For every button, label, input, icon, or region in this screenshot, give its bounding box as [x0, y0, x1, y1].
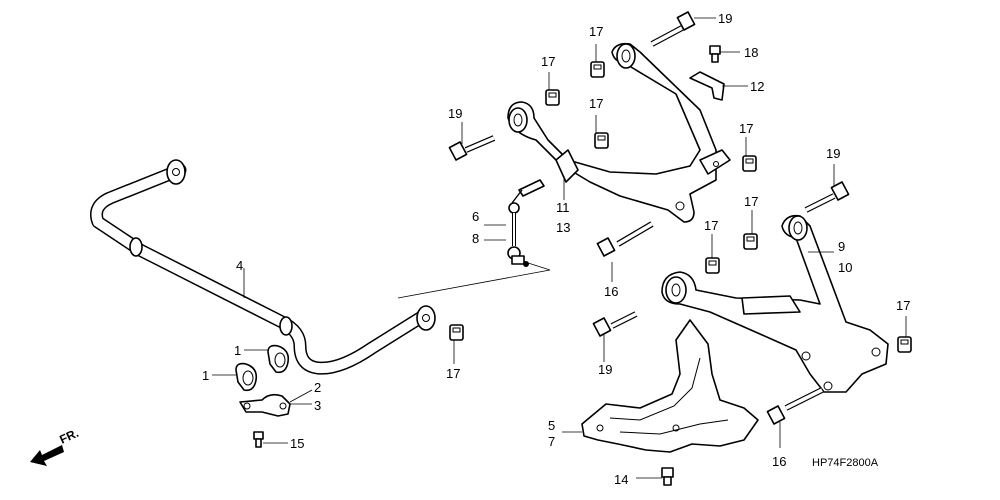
- stabilizer-bushing-lower: [235, 362, 258, 392]
- callout-7: 7: [548, 434, 555, 449]
- callout-6: 6: [472, 209, 479, 224]
- callout-11: 11: [556, 200, 570, 215]
- bolt-18: [709, 45, 721, 63]
- bolt-19-right: [804, 181, 850, 213]
- bolt-19-bottom: [592, 311, 638, 337]
- nut-17-a: [545, 89, 560, 106]
- stabilizer-link: [507, 179, 545, 267]
- protector-plate: [581, 319, 759, 453]
- callout-3: 3: [314, 398, 321, 413]
- callout-19-bottom: 19: [598, 362, 612, 377]
- direction-label: FR.: [57, 426, 80, 447]
- bushing-holder: [239, 393, 291, 417]
- callout-17-e: 17: [704, 218, 718, 233]
- bolt-16-bottom: [766, 387, 824, 425]
- nut-17-c: [594, 132, 609, 149]
- callout-1-lower: 1: [202, 368, 209, 383]
- callout-16-middle: 16: [604, 284, 618, 299]
- callout-9: 9: [838, 239, 845, 254]
- callout-19-right: 19: [826, 146, 840, 161]
- callout-19-top: 19: [718, 11, 732, 26]
- diagram-code: HP74F2800A: [812, 457, 879, 469]
- callout-labels: 4 1 1 2 3 15 6 8 11 13 17 17 17 17 17 17…: [202, 11, 910, 487]
- nut-17-b: [590, 61, 605, 78]
- callout-16-bottom: 16: [772, 454, 786, 469]
- callout-17-stabilizer: 17: [446, 366, 460, 381]
- leader-lines: [212, 17, 907, 479]
- bolt-19-left: [448, 135, 496, 161]
- callout-13: 13: [556, 220, 570, 235]
- nut-17-g: [897, 336, 912, 353]
- callout-10: 10: [838, 260, 852, 275]
- callout-17-g: 17: [896, 298, 910, 313]
- callout-17-a: 17: [541, 54, 555, 69]
- callout-17-b: 17: [589, 24, 603, 39]
- callout-5: 5: [548, 418, 555, 433]
- bracket-12: [689, 71, 725, 101]
- callout-17-d: 17: [739, 121, 753, 136]
- callout-2: 2: [314, 380, 321, 395]
- nut-17-stabilizer: [449, 324, 464, 341]
- bolt-14: [661, 467, 674, 486]
- callout-15: 15: [290, 436, 304, 451]
- bolt-15: [253, 431, 264, 448]
- callout-12: 12: [750, 79, 764, 94]
- callout-14: 14: [614, 472, 628, 487]
- nut-17-d: [742, 155, 757, 172]
- callout-8: 8: [472, 231, 479, 246]
- callout-18: 18: [744, 45, 758, 60]
- lower-arm: [661, 214, 889, 393]
- stabilizer-bushing-upper: [267, 344, 290, 374]
- callout-4: 4: [236, 258, 243, 273]
- callout-19-left: 19: [448, 106, 462, 121]
- upper-arm: [507, 42, 731, 223]
- callout-1-upper: 1: [234, 343, 241, 358]
- nut-17-e: [705, 257, 720, 274]
- stabilizer-bar: [90, 159, 436, 375]
- nut-17-f: [743, 233, 758, 250]
- front-direction-arrow: FR.: [30, 426, 81, 466]
- callout-17-c: 17: [589, 96, 603, 111]
- bolt-19-top: [650, 11, 696, 47]
- bolt-16-middle: [596, 221, 654, 257]
- callout-17-f: 17: [744, 194, 758, 209]
